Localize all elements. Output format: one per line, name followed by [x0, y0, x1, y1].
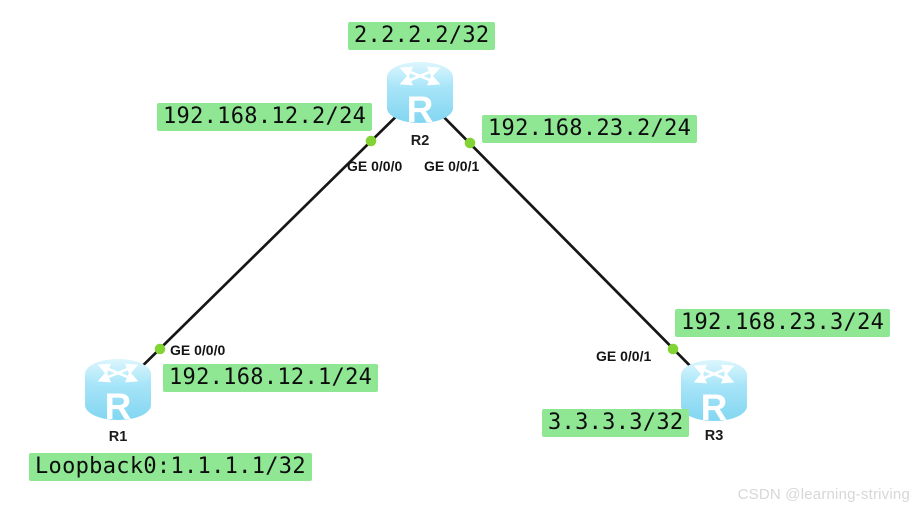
device-name-r1: R1	[108, 429, 128, 445]
ip-annotation-r2-ge001[interactable]: 192.168.23.2/24	[482, 115, 698, 143]
ip-annotation-r3-ge001[interactable]: 192.168.23.3/24	[675, 309, 891, 337]
ip-annotation-r2-ge000[interactable]: 192.168.12.2/24	[157, 103, 373, 131]
device-name-r3: R3	[704, 428, 724, 444]
router-icon: R	[387, 62, 453, 130]
csdn-watermark: CSDN @learning-striving	[737, 486, 910, 503]
interface-label-r3-ge001: GE 0/0/1	[596, 348, 652, 364]
router-r3[interactable]: R	[676, 355, 752, 428]
ip-annotation-r1-ge000[interactable]: 192.168.12.1/24	[163, 364, 379, 392]
port-status-dot-r3-ge001	[667, 343, 679, 355]
router-r1[interactable]: R	[80, 354, 156, 427]
device-name-r2: R2	[410, 133, 430, 149]
router-icon: R	[85, 359, 151, 427]
port-status-dot-r2-ge000	[365, 135, 377, 147]
ip-annotation-r1-loopback[interactable]: Loopback0:1.1.1.1/32	[29, 453, 312, 481]
router-r2[interactable]: R	[382, 57, 458, 130]
interface-label-r2-ge001: GE 0/0/1	[424, 158, 480, 174]
ip-annotation-r2-loopback[interactable]: 2.2.2.2/32	[348, 22, 496, 50]
port-status-dot-r2-ge001	[464, 137, 476, 149]
router-icon-letter: R	[407, 89, 434, 129]
router-icon: R	[681, 360, 747, 428]
interface-label-r2-ge000: GE 0/0/0	[347, 158, 403, 174]
port-status-dot-r1-ge000	[154, 343, 166, 355]
router-icon-letter: R	[105, 386, 132, 426]
router-icon-letter: R	[701, 387, 728, 427]
ip-annotation-r3-loopback[interactable]: 3.3.3.3/32	[542, 409, 690, 437]
interface-label-r1-ge000: GE 0/0/0	[170, 342, 226, 358]
